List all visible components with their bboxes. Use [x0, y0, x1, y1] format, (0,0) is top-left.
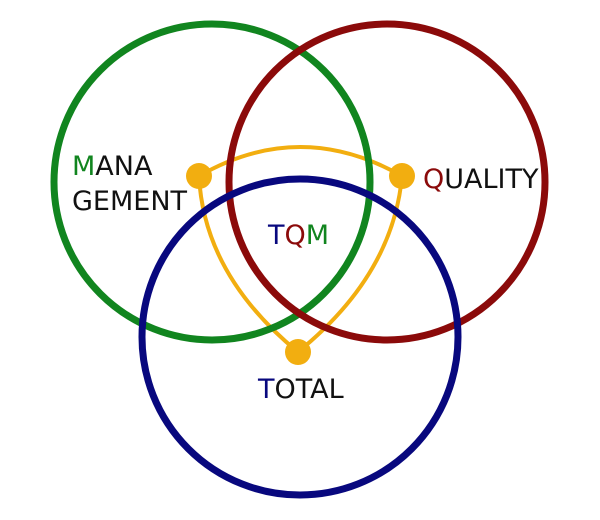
total-initial: T: [257, 374, 275, 405]
management-node: [186, 163, 212, 189]
quality-label: QUALITY: [423, 164, 539, 195]
center-letter-q: Q: [285, 220, 306, 251]
management-circle: [50, 20, 374, 344]
management-label-line2: GEMENT: [72, 186, 188, 217]
connector-triangle: [197, 145, 404, 354]
quality-node: [389, 163, 415, 189]
tqm-center-label: TQM: [267, 220, 329, 251]
total-rest: OTAL: [275, 374, 344, 405]
total-node: [285, 339, 311, 365]
quality-circle: [225, 20, 549, 344]
center-letter-t: T: [267, 220, 285, 251]
quality-initial: Q: [423, 164, 444, 195]
center-letter-m: M: [306, 220, 329, 251]
management-initial: M: [72, 151, 95, 182]
management-label-line1: MANA: [72, 151, 153, 182]
quality-rest: UALITY: [444, 164, 539, 195]
total-circle: [138, 175, 462, 499]
total-label: TOTAL: [257, 374, 344, 405]
management-line1-rest: ANA: [95, 151, 153, 182]
